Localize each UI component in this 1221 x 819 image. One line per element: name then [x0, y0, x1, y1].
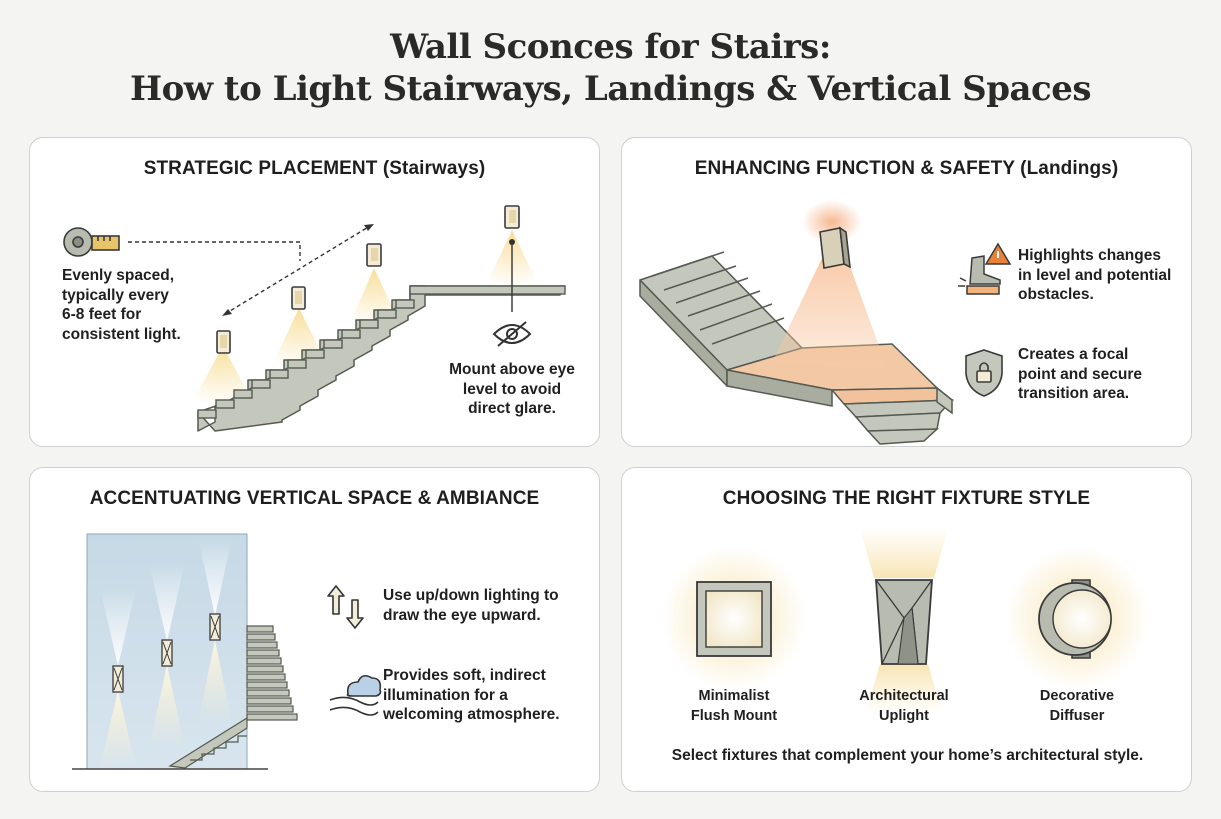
tape-measure-icon [63, 227, 120, 257]
fixture-styles-illustration [662, 528, 1149, 713]
shield-lock-icon [965, 349, 1003, 397]
foot-warning-icon [958, 242, 1012, 295]
panel-vertical: ACCENTUATING VERTICAL SPACE & AMBIANCE [29, 467, 600, 792]
panel-fixtures-heading: CHOOSING THE RIGHT FIXTURE STYLE [722, 488, 1091, 509]
eye-slash-icon [492, 321, 532, 347]
changes-note-line: in level and potential [1018, 266, 1172, 284]
flush-mount-sconce-icon [662, 546, 806, 690]
changes-note-line: Highlights changes [1018, 247, 1161, 264]
fixture-label-line: Minimalist [698, 688, 770, 704]
glare-note-line: Mount above eye [449, 361, 575, 378]
side-staircase [168, 625, 298, 769]
cloud-wind-icon [329, 674, 382, 716]
stairway-illustration [63, 205, 566, 432]
focal-note: Creates a focal point and secure transit… [1018, 345, 1142, 404]
title-line-1: Wall Sconces for Stairs: [390, 27, 831, 67]
architectural-uplight-icon [860, 528, 948, 713]
focal-note-line: transition area. [1018, 385, 1130, 402]
fixtures-footer: Select fixtures that complement your hom… [671, 747, 1144, 764]
page-title: Wall Sconces for Stairs: How to Light St… [0, 26, 1221, 110]
glare-note: Mount above eye level to avoid direct gl… [437, 360, 587, 419]
updown-note-line: draw the eye upward. [383, 606, 541, 624]
landing-illustration [639, 200, 1012, 445]
fixture-label-flush: Minimalist Flush Mount [659, 687, 809, 726]
panel-landings-heading: ENHANCING FUNCTION & SAFETY (Landings) [694, 158, 1119, 179]
panel-stairways-heading: STRATEGIC PLACEMENT (Stairways) [143, 158, 486, 179]
spacing-note: Evenly spaced, typically every 6-8 feet … [62, 266, 181, 344]
spacing-note-line: consistent light. [62, 325, 181, 343]
landing-sconce-icon [819, 226, 851, 269]
fixture-label-line: Architectural [859, 688, 949, 704]
glare-note-line: level to avoid [462, 380, 562, 398]
changes-note-line: obstacles. [1018, 286, 1094, 303]
updown-note: Use up/down lighting to draw the eye upw… [383, 586, 559, 625]
spacing-note-line: Evenly spaced, [62, 267, 175, 284]
vertical-wall-illustration [72, 533, 382, 770]
up-down-arrows-icon [327, 585, 364, 629]
fixture-label-uplight: Architectural Uplight [829, 687, 979, 726]
fixture-label-line: Decorative [1039, 688, 1115, 704]
glare-note-line: direct glare. [468, 400, 556, 417]
changes-note: Highlights changes in level and potentia… [1018, 246, 1171, 305]
soft-note: Provides soft, indirect illumination for… [383, 666, 560, 725]
panel-landings: ENHANCING FUNCTION & SAFETY (Landings) [621, 137, 1192, 447]
fixture-label-line: Flush Mount [690, 707, 778, 724]
soft-note-line: illumination for a [383, 686, 508, 704]
focal-note-line: point and secure [1018, 365, 1143, 383]
updown-note-line: Use up/down lighting to [383, 587, 559, 604]
title-line-2: How to Light Stairways, Landings & Verti… [129, 69, 1092, 109]
fixture-label-line: Diffuser [1049, 707, 1105, 724]
panel-vertical-heading: ACCENTUATING VERTICAL SPACE & AMBIANCE [89, 488, 540, 509]
fixture-label-line: Uplight [879, 707, 929, 724]
soft-note-line: Provides soft, indirect [383, 667, 546, 684]
spacing-note-line: typically every [62, 286, 169, 304]
panel-fixtures: CHOOSING THE RIGHT FIXTURE STYLE [621, 467, 1192, 792]
panel-stairways: STRATEGIC PLACEMENT (Stairways) [29, 137, 600, 447]
decorative-diffuser-icon [1005, 546, 1149, 690]
focal-note-line: Creates a focal [1018, 346, 1129, 363]
spacing-note-line: 6-8 feet for [62, 306, 142, 323]
soft-note-line: welcoming atmosphere. [383, 706, 560, 723]
fixture-label-diffuser: Decorative Diffuser [1002, 687, 1152, 726]
